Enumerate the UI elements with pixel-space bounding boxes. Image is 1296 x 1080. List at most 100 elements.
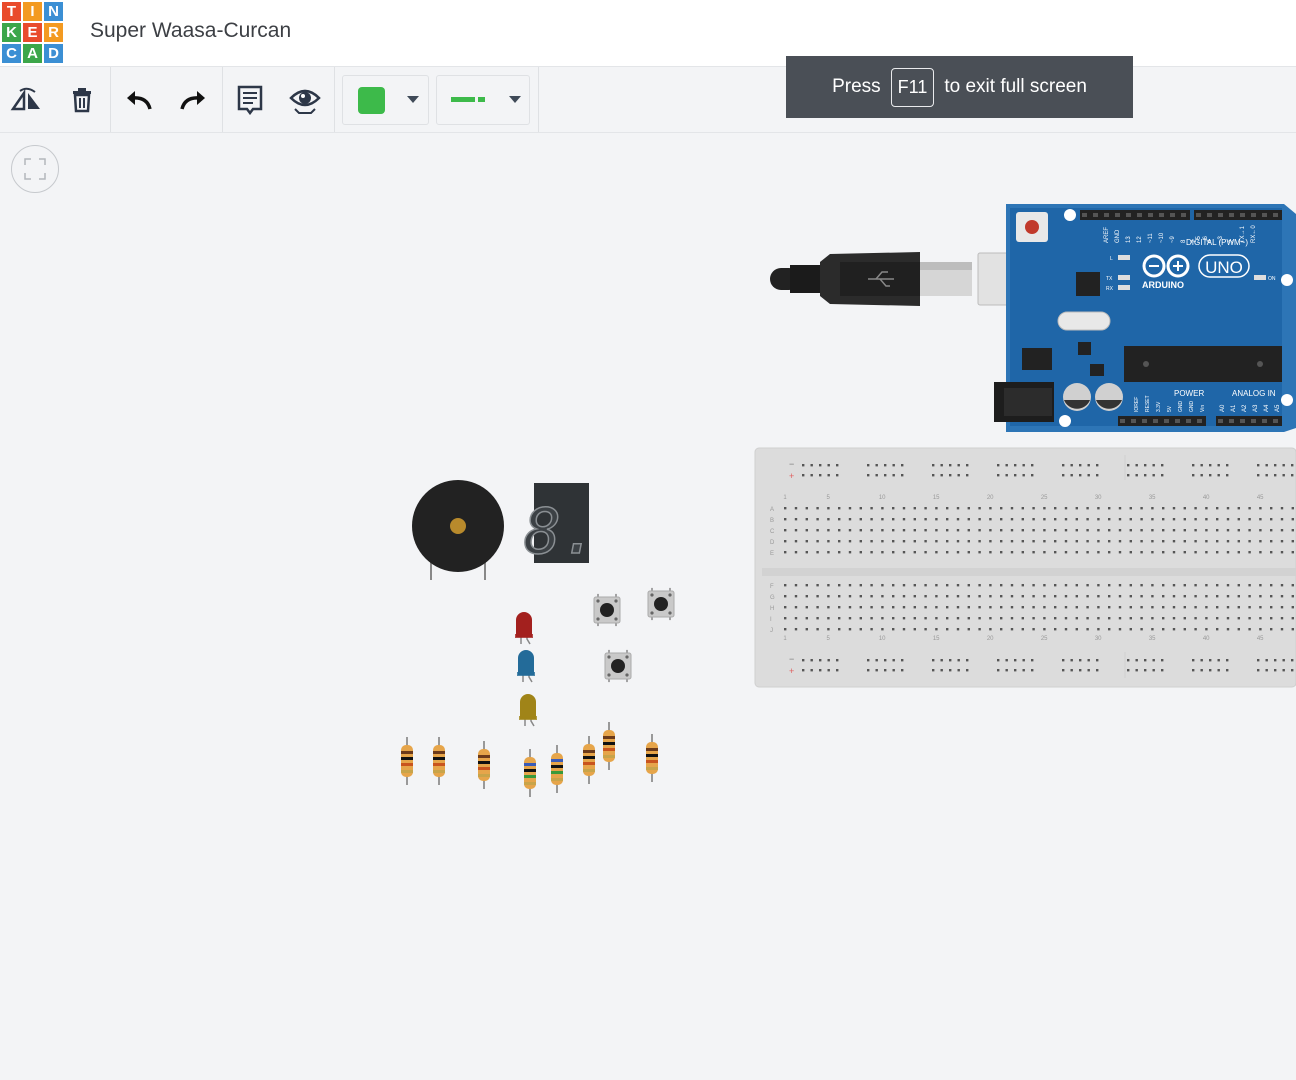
breadboard-hole[interactable] <box>989 628 992 631</box>
breadboard-hole[interactable] <box>1194 606 1197 609</box>
breadboard-hole[interactable] <box>870 507 873 510</box>
breadboard-hole[interactable] <box>1183 507 1186 510</box>
breadboard-hole[interactable] <box>838 507 841 510</box>
rail-hole[interactable] <box>1135 669 1138 672</box>
rail-hole[interactable] <box>957 669 960 672</box>
breadboard-hole[interactable] <box>1118 617 1122 620</box>
breadboard-hole[interactable] <box>924 628 927 631</box>
rail-hole[interactable] <box>1192 669 1195 672</box>
pushbutton[interactable] <box>593 593 621 627</box>
breadboard-hole[interactable] <box>924 518 927 521</box>
breadboard-hole[interactable] <box>1172 628 1176 631</box>
breadboard-hole[interactable] <box>805 518 808 521</box>
breadboard-hole[interactable] <box>1010 529 1014 532</box>
breadboard-hole[interactable] <box>989 595 992 598</box>
breadboard-hole[interactable] <box>859 507 862 510</box>
header-pin[interactable] <box>1153 419 1158 423</box>
breadboard-hole[interactable] <box>935 606 938 609</box>
breadboard-hole[interactable] <box>1280 507 1284 510</box>
rail-hole[interactable] <box>932 474 935 477</box>
breadboard-hole[interactable] <box>784 529 787 532</box>
breadboard-hole[interactable] <box>935 617 938 620</box>
breadboard-hole[interactable] <box>1086 529 1089 532</box>
breadboard-hole[interactable] <box>956 584 960 587</box>
breadboard-hole[interactable] <box>881 584 884 587</box>
rail-hole[interactable] <box>1127 669 1130 672</box>
breadboard-hole[interactable] <box>946 628 949 631</box>
breadboard-hole[interactable] <box>1270 551 1273 554</box>
header-pin[interactable] <box>1186 419 1191 423</box>
breadboard-hole[interactable] <box>827 529 830 532</box>
breadboard-hole[interactable] <box>1226 507 1230 510</box>
rail-hole[interactable] <box>966 474 969 477</box>
breadboard-hole[interactable] <box>1259 606 1262 609</box>
header-pin[interactable] <box>1218 213 1223 217</box>
breadboard-hole[interactable] <box>1226 606 1230 609</box>
breadboard-hole[interactable] <box>956 518 960 521</box>
breadboard-hole[interactable] <box>827 507 830 510</box>
breadboard-hole[interactable] <box>1129 507 1132 510</box>
breadboard-hole[interactable] <box>967 551 970 554</box>
breadboard-hole[interactable] <box>1291 595 1294 598</box>
breadboard-hole[interactable] <box>784 606 787 609</box>
breadboard-hole[interactable] <box>1291 606 1294 609</box>
breadboard-hole[interactable] <box>913 606 916 609</box>
breadboard-hole[interactable] <box>1086 606 1089 609</box>
rail-hole[interactable] <box>1152 464 1155 467</box>
rail-hole[interactable] <box>867 464 870 467</box>
breadboard-hole[interactable] <box>1194 584 1197 587</box>
breadboard-hole[interactable] <box>1075 628 1078 631</box>
breadboard-hole[interactable] <box>1194 507 1197 510</box>
breadboard-hole[interactable] <box>1280 540 1284 543</box>
breadboard-hole[interactable] <box>1086 628 1089 631</box>
breadboard-hole[interactable] <box>967 628 970 631</box>
breadboard-hole[interactable] <box>784 540 787 543</box>
breadboard-hole[interactable] <box>1054 529 1057 532</box>
breadboard-hole[interactable] <box>1043 551 1046 554</box>
rail-hole[interactable] <box>1152 669 1155 672</box>
rail-hole[interactable] <box>1291 474 1294 477</box>
breadboard-hole[interactable] <box>1280 595 1284 598</box>
breadboard-hole[interactable] <box>1075 606 1078 609</box>
rail-hole[interactable] <box>1062 669 1065 672</box>
breadboard-hole[interactable] <box>902 540 906 543</box>
breadboard-hole[interactable] <box>1205 606 1208 609</box>
rail-hole[interactable] <box>1031 659 1034 662</box>
breadboard-hole[interactable] <box>1010 584 1014 587</box>
breadboard-hole[interactable] <box>978 540 981 543</box>
breadboard-hole[interactable] <box>784 595 787 598</box>
breadboard-hole[interactable] <box>1021 595 1024 598</box>
delete-button[interactable] <box>55 67 109 132</box>
header-pin[interactable] <box>1170 213 1175 217</box>
breadboard-hole[interactable] <box>1032 551 1035 554</box>
breadboard-hole[interactable] <box>924 540 927 543</box>
rail-hole[interactable] <box>901 669 904 672</box>
breadboard-hole[interactable] <box>827 551 830 554</box>
breadboard-hole[interactable] <box>1248 540 1251 543</box>
rail-hole[interactable] <box>819 474 822 477</box>
breadboard-hole[interactable] <box>1097 529 1100 532</box>
breadboard-hole[interactable] <box>827 518 830 521</box>
rail-hole[interactable] <box>836 464 839 467</box>
breadboard-hole[interactable] <box>816 595 819 598</box>
rail-hole[interactable] <box>1135 464 1138 467</box>
breadboard-hole[interactable] <box>1216 628 1219 631</box>
breadboard-hole[interactable] <box>1010 518 1014 521</box>
breadboard-hole[interactable] <box>1172 507 1176 510</box>
rail-hole[interactable] <box>940 464 943 467</box>
breadboard-hole[interactable] <box>1010 606 1014 609</box>
breadboard-hole[interactable] <box>1226 518 1230 521</box>
breadboard-hole[interactable] <box>967 540 970 543</box>
breadboard-hole[interactable] <box>892 595 895 598</box>
breadboard-hole[interactable] <box>1216 507 1219 510</box>
breadboard-hole[interactable] <box>1129 540 1132 543</box>
breadboard-hole[interactable] <box>1248 628 1251 631</box>
breadboard-hole[interactable] <box>1108 628 1111 631</box>
breadboard-hole[interactable] <box>784 518 787 521</box>
rail-hole[interactable] <box>1282 669 1285 672</box>
breadboard-hole[interactable] <box>892 617 895 620</box>
breadboard-hole[interactable] <box>1097 584 1100 587</box>
breadboard-hole[interactable] <box>1270 595 1273 598</box>
breadboard-hole[interactable] <box>1151 518 1154 521</box>
